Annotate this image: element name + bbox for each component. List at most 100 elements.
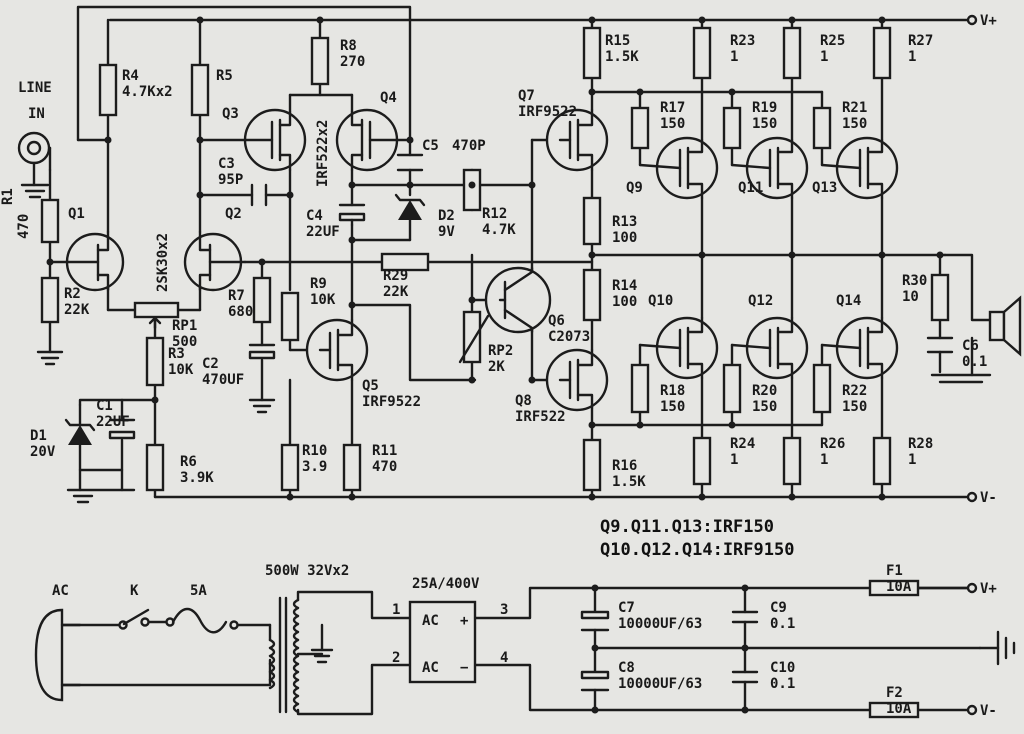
value-R4: 4.7Kx2 bbox=[122, 84, 173, 100]
terminals bbox=[966, 14, 978, 716]
bridge-minus-label: − bbox=[460, 660, 468, 676]
ref-Q6: Q6 bbox=[548, 313, 565, 329]
resistor-R17 bbox=[630, 106, 650, 150]
diodes bbox=[64, 193, 426, 445]
value-R24: 1 bbox=[730, 452, 738, 468]
ref-R4: R4 bbox=[122, 68, 139, 84]
transformer-label: 500W 32Vx2 bbox=[265, 563, 349, 579]
transistor-Q8 bbox=[545, 348, 609, 412]
pin-2-label: 2 bbox=[392, 650, 400, 666]
value-R10: 3.9 bbox=[302, 459, 327, 475]
transistor-Q7 bbox=[545, 108, 609, 172]
transistors bbox=[65, 108, 899, 412]
ref-R10: R10 bbox=[302, 443, 327, 459]
ref-Q8: Q8 bbox=[515, 393, 532, 409]
resistor-R30 bbox=[930, 273, 950, 322]
resistor-R3 bbox=[145, 336, 165, 387]
ref-R12: R12 bbox=[482, 206, 507, 222]
switch-icon bbox=[118, 608, 150, 630]
pin-4-label: 4 bbox=[500, 650, 508, 666]
value-D1: 20V bbox=[30, 444, 56, 460]
ref-Q2: Q2 bbox=[225, 206, 242, 222]
value-R9: 10K bbox=[310, 292, 336, 308]
value-RP1: 500 bbox=[172, 334, 197, 350]
value-R20: 150 bbox=[752, 399, 777, 415]
ground-icon bbox=[20, 183, 50, 199]
ref-R18: R18 bbox=[660, 383, 685, 399]
resistor-R16 bbox=[582, 438, 602, 492]
q3-q4-pair-label: IRF522x2 bbox=[315, 120, 331, 187]
value-R6: 3.9K bbox=[180, 470, 214, 486]
value-R1: 470 bbox=[16, 214, 32, 239]
ref-R3: R3 bbox=[168, 346, 185, 362]
value-C4: 22UF bbox=[306, 224, 340, 240]
ref-R28: R28 bbox=[908, 436, 933, 452]
junctions bbox=[46, 16, 944, 714]
value-R26: 1 bbox=[820, 452, 828, 468]
capacitors bbox=[108, 153, 954, 692]
value-R3: 10K bbox=[168, 362, 194, 378]
ref-R5: R5 bbox=[216, 68, 233, 84]
transistor-Q3 bbox=[198, 108, 307, 172]
resistor-R29 bbox=[380, 252, 430, 272]
capacitor-C7 bbox=[580, 610, 610, 620]
ground-icon bbox=[310, 648, 334, 664]
ref-R2: R2 bbox=[64, 286, 81, 302]
resistor-R21 bbox=[812, 106, 832, 150]
resistor-R12 bbox=[462, 168, 482, 212]
ref-R25: R25 bbox=[820, 33, 845, 49]
ref-C2: C2 bbox=[202, 356, 219, 372]
wires bbox=[40, 5, 992, 716]
value-R21: 150 bbox=[842, 116, 867, 132]
ref-C9: C9 bbox=[770, 600, 787, 616]
ref-C6: C6 bbox=[962, 338, 979, 354]
fuse-F1 bbox=[868, 579, 920, 597]
value-R14: 100 bbox=[612, 294, 637, 310]
ref-C8: C8 bbox=[618, 660, 635, 676]
value-RP2: 2K bbox=[488, 359, 505, 375]
bridge-plus-label: + bbox=[460, 613, 468, 629]
transistor-Q10 bbox=[638, 316, 719, 380]
value-R19: 150 bbox=[752, 116, 777, 132]
value-R17: 150 bbox=[660, 116, 685, 132]
resistor-R22 bbox=[812, 363, 832, 414]
ref-R9: R9 bbox=[310, 276, 327, 292]
value-C10: 0.1 bbox=[770, 676, 795, 692]
resistor-R5 bbox=[190, 63, 210, 117]
ref-R30: R30 bbox=[902, 273, 927, 289]
ref-R6: R6 bbox=[180, 454, 197, 470]
resistor-R27 bbox=[872, 26, 892, 80]
ref-Q12: Q12 bbox=[748, 293, 773, 309]
rail-vplus-label: V+ bbox=[980, 13, 997, 29]
value-R7: 680 bbox=[228, 304, 253, 320]
psu-vminus-label: V- bbox=[980, 703, 997, 719]
value-R12: 4.7K bbox=[482, 222, 516, 238]
ref-R19: R19 bbox=[752, 100, 777, 116]
ref-R17: R17 bbox=[660, 100, 685, 116]
transistor-Q4 bbox=[335, 108, 412, 172]
ref-R8: R8 bbox=[340, 38, 357, 54]
ref-Q5: Q5 bbox=[362, 378, 379, 394]
rail-vminus-label: V- bbox=[980, 490, 997, 506]
value-R18: 150 bbox=[660, 399, 685, 415]
ref-C4: C4 bbox=[306, 208, 323, 224]
value-R2: 22K bbox=[64, 302, 90, 318]
resistor-R8 bbox=[310, 36, 330, 86]
ref-R16: R16 bbox=[612, 458, 637, 474]
ref-Q11: Q11 bbox=[738, 180, 763, 196]
labels: R44.7Kx2R5R8270R1470R222KR310KR63.9KR768… bbox=[0, 33, 987, 717]
input-jack-icon bbox=[17, 131, 51, 187]
transistor-Q14 bbox=[820, 316, 899, 380]
resistor-R23 bbox=[692, 26, 712, 80]
zener-D2 bbox=[398, 200, 422, 220]
ref-R21: R21 bbox=[842, 100, 867, 116]
ref-D2: D2 bbox=[438, 208, 455, 224]
ground-icon bbox=[36, 350, 64, 366]
resistor-R11 bbox=[342, 443, 362, 492]
ref-C5: C5 bbox=[422, 138, 439, 154]
ground-icon bbox=[978, 630, 1016, 666]
ref-R11: R11 bbox=[372, 443, 397, 459]
resistor-R28 bbox=[872, 436, 892, 486]
